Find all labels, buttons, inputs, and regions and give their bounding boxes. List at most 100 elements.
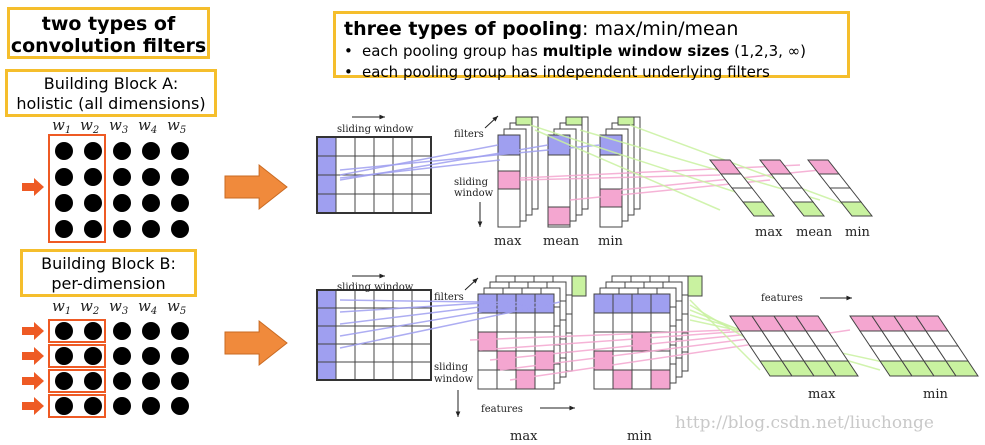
- w-label-a: w3: [109, 116, 128, 136]
- bottom-blue-line: [339, 299, 481, 303]
- dot-a: [84, 168, 102, 186]
- bottom-filter-pink: [612, 369, 633, 390]
- highlight-box-b: [48, 344, 106, 368]
- top-filter-pink: [547, 206, 571, 226]
- bottom-input-cell: [354, 361, 375, 381]
- bottom-input-cell: [411, 289, 432, 309]
- bottom-sliding-v-arrow-head: [455, 411, 461, 417]
- bottom-sliding-arrow-head: [379, 273, 385, 279]
- bottom-filter-pink: [650, 369, 671, 390]
- top-input-cell: [373, 136, 394, 157]
- bottom-output-label: min: [923, 387, 948, 402]
- top-pool-label: mean: [543, 234, 580, 249]
- dot-a: [55, 168, 73, 186]
- bottom-filter-green: [687, 275, 703, 297]
- bottom-input-cell: [411, 343, 432, 363]
- w-label-a: w1: [52, 116, 71, 136]
- dot-a: [142, 168, 160, 186]
- top-output-cell: [708, 159, 743, 175]
- top-pool-label: min: [598, 234, 623, 249]
- top-pink-line: [519, 164, 801, 179]
- top-filter-blue: [547, 134, 571, 156]
- bottom-filter-blue: [631, 293, 652, 314]
- top-output-label: max: [755, 225, 783, 240]
- dot-b: [171, 372, 189, 390]
- dot-b: [113, 397, 131, 415]
- dot-a: [84, 194, 102, 212]
- red-arrow-b: [22, 372, 44, 390]
- top-input-cell: [392, 174, 413, 195]
- bottom-input-cell: [335, 361, 356, 381]
- top-input-cell: [354, 193, 375, 214]
- bottom-filter-cell: [477, 369, 498, 390]
- dot-b: [171, 397, 189, 415]
- bottom-filter-cell: [496, 312, 517, 333]
- bottom-pool-label: max: [510, 429, 538, 444]
- top-sliding-v-1: sliding: [454, 177, 489, 188]
- bottom-blue-line: [339, 301, 561, 349]
- pooling-box: three types of pooling: max/min/mean •ea…: [333, 11, 850, 81]
- bottom-filter-pink: [515, 369, 536, 390]
- red-arrow-b: [22, 347, 44, 365]
- bottom-filter-cell: [515, 331, 536, 352]
- bottom-filter-cell: [631, 369, 652, 390]
- top-sliding-v-arrow-head: [477, 221, 483, 227]
- bottom-features-label: features: [481, 404, 523, 415]
- top-pool-label: max: [494, 234, 522, 249]
- top-output-cell: [791, 201, 826, 217]
- top-input-cell: [316, 155, 337, 176]
- bottom-sliding-v-1: sliding: [434, 362, 469, 373]
- top-filter-green: [565, 116, 583, 126]
- bottom-features-arrow-head: [569, 405, 575, 411]
- w-label-a: w4: [138, 116, 157, 136]
- bottom-filter-pink: [631, 331, 652, 352]
- dot-b: [171, 347, 189, 365]
- dot-b: [84, 322, 102, 340]
- dot-b: [55, 322, 73, 340]
- top-input-cell: [335, 193, 356, 214]
- dot-a: [171, 142, 189, 160]
- dot-b: [113, 322, 131, 340]
- top-input-cell: [335, 136, 356, 157]
- bottom-filter-pink: [477, 331, 498, 352]
- dot-b: [113, 372, 131, 390]
- top-output-label: min: [845, 225, 870, 240]
- bottom-filter-cell: [650, 312, 671, 333]
- bottom-input-border: [316, 289, 432, 381]
- bottom-filters-label: filters: [434, 292, 464, 303]
- dot-a: [113, 220, 131, 238]
- filters-title-box: two types of convolution filters: [7, 7, 210, 59]
- dot-a: [113, 194, 131, 212]
- top-filter-pink: [497, 170, 521, 190]
- top-input-border: [316, 136, 432, 214]
- top-output-cell: [806, 159, 841, 175]
- dot-a: [84, 220, 102, 238]
- top-output-cell: [769, 173, 804, 189]
- top-green-line: [529, 124, 761, 201]
- bottom-output-label: max: [808, 387, 836, 402]
- block-a-line1: Building Block A:: [43, 74, 179, 93]
- bottom-filter-cell: [612, 312, 633, 333]
- top-input-cell: [354, 136, 375, 157]
- bottom-output-cell: [825, 360, 859, 377]
- bottom-blue-line: [339, 301, 541, 337]
- bottom-output-cell: [945, 360, 979, 377]
- bottom-input-cell: [316, 307, 337, 327]
- bottom-input-cell: [373, 343, 394, 363]
- bottom-filter-blue: [593, 293, 614, 314]
- bottom-pink-line: [479, 329, 761, 351]
- dot-b: [142, 372, 160, 390]
- highlight-box-a: [48, 134, 106, 243]
- bottom-filter-blue: [612, 293, 633, 314]
- bottom-pool-label: min: [627, 429, 652, 444]
- red-arrow-a: [22, 178, 44, 196]
- bottom-filter-cell: [477, 350, 498, 371]
- dot-b: [55, 347, 73, 365]
- dot-b: [142, 397, 160, 415]
- dot-b: [55, 397, 73, 415]
- top-output-cell: [780, 187, 815, 203]
- top-input-cell: [392, 136, 413, 157]
- top-input-cell: [316, 136, 337, 157]
- bottom-filters-arrow-head: [472, 278, 478, 284]
